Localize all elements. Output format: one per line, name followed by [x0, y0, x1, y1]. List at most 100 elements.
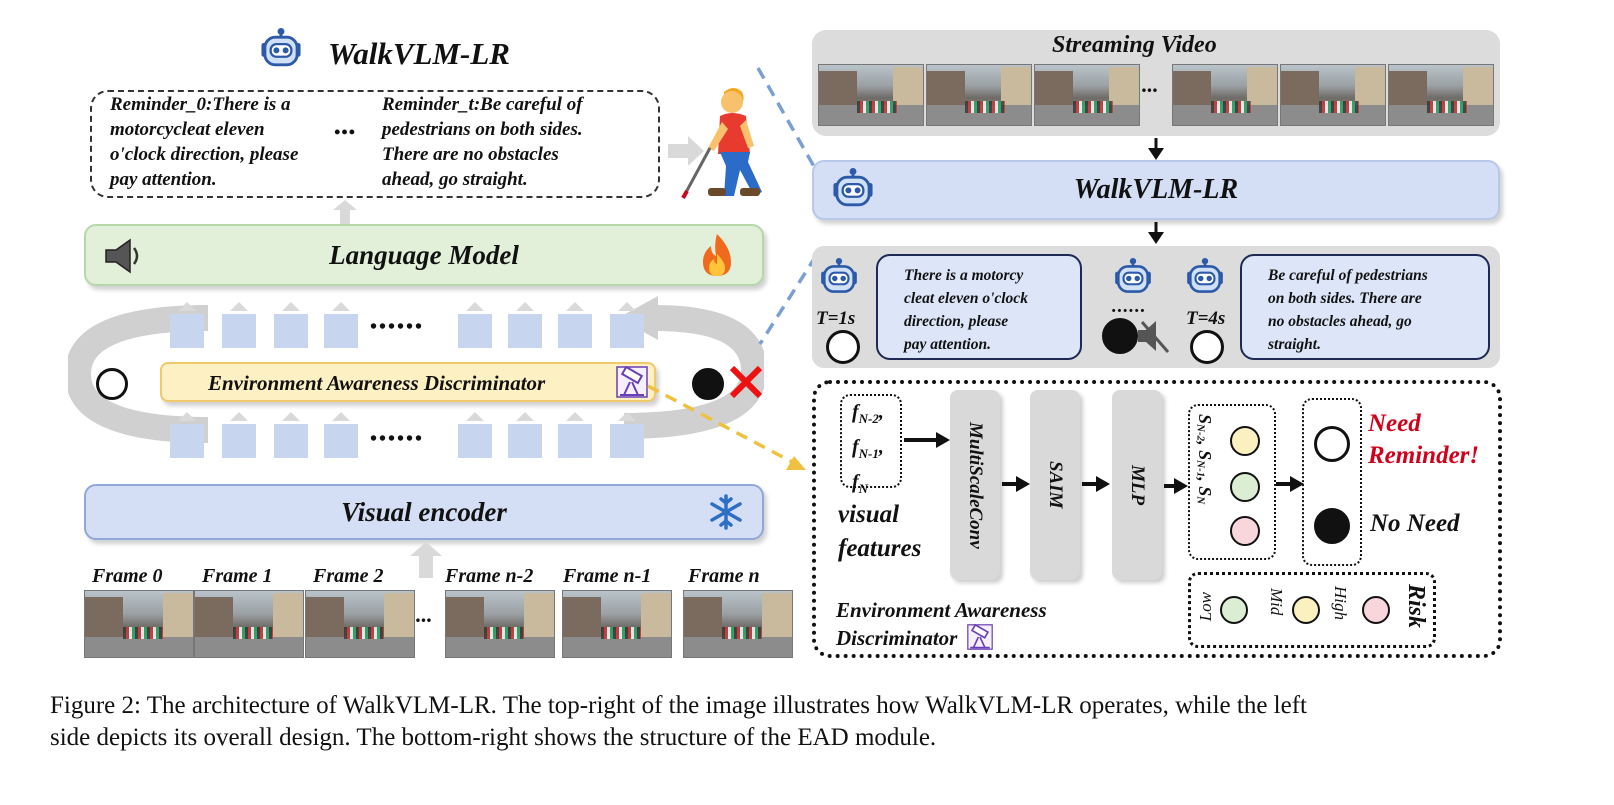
stream-thumb-6 [1388, 64, 1494, 126]
lower-token [458, 424, 492, 458]
upper-arrow [618, 302, 636, 311]
lower-token [222, 424, 256, 458]
lower-token [508, 424, 542, 458]
upper-arrow [466, 302, 484, 311]
scores-label: SN-2, SN-1, SN [1194, 414, 1215, 505]
risk-box [1188, 572, 1436, 648]
upper-arrow [282, 302, 300, 311]
stream-thumb-5 [1280, 64, 1386, 126]
risk-circle-high [1362, 596, 1390, 624]
frame-label-n-1: Frame n-1 [563, 565, 652, 587]
caption-line-1: Figure 2: The architecture of WalkVLM-LR… [50, 692, 1307, 719]
down-arrow-icon [1148, 138, 1164, 160]
token-ellipsis-upper: •••••• [370, 316, 425, 338]
score-circle-low [1230, 426, 1260, 456]
mlp-block: MLP [1112, 390, 1162, 580]
frame-label-n-2: Frame n-2 [445, 565, 534, 587]
stream-thumb-2 [926, 64, 1032, 126]
left-title: WalkVLM-LR [328, 36, 510, 71]
ead-bar: Environment Awareness Discriminator [160, 362, 656, 402]
arrow-to-scores [1164, 478, 1188, 494]
risk-circle-mid [1292, 596, 1320, 624]
risk-level-low: Low [1196, 592, 1215, 622]
up-arrow-icon [333, 200, 357, 224]
robot-icon-t1 [819, 258, 859, 293]
walkvlm-bar: WalkVLM-LR [812, 160, 1500, 220]
no-need-circle [1314, 508, 1350, 544]
red-cross-icon [729, 365, 763, 399]
ead-module-box [812, 380, 1502, 658]
features-box [840, 394, 902, 488]
upper-arrow [230, 302, 248, 311]
risk-level-high: High [1331, 586, 1350, 620]
upper-token [558, 314, 592, 348]
filled-circle-right [692, 368, 724, 400]
reminder-ellipsis: ••• [334, 122, 356, 142]
arrow-to-saim [1002, 476, 1030, 492]
frame-thumb-2 [305, 590, 415, 658]
upper-token [170, 314, 204, 348]
figure-caption: Figure 2: The architecture of WalkVLM-LR… [50, 690, 1590, 754]
arrow-to-mlp [1082, 476, 1110, 492]
frame-label-n: Frame n [688, 565, 760, 587]
arrow-to-multiscale [904, 432, 950, 448]
stream-thumb-3 [1034, 64, 1140, 126]
stream-thumb-4 [1172, 64, 1278, 126]
language-model-bar: Language Model [84, 224, 764, 286]
telescope-icon [616, 366, 648, 398]
lower-arrow [516, 412, 534, 421]
frame-label-1: Frame 1 [202, 565, 273, 587]
saim-block: SAIM [1030, 390, 1080, 580]
robot-icon-bar [832, 168, 874, 207]
telescope-icon-small [966, 623, 993, 650]
pedestrian-with-cane-icon [681, 88, 762, 199]
mid-ellipsis: ...... [1112, 296, 1147, 317]
upper-token [324, 314, 358, 348]
lower-token [274, 424, 308, 458]
score-circle-high [1230, 516, 1260, 546]
lower-token [170, 424, 204, 458]
down-arrow-icon-2 [1148, 222, 1164, 244]
upper-token [222, 314, 256, 348]
lower-arrow [230, 412, 248, 421]
time-label-t1: T=1s [816, 308, 856, 329]
frame-label-2: Frame 2 [313, 565, 384, 587]
lower-arrow [466, 412, 484, 421]
open-circle-left [96, 368, 128, 400]
frame-thumb-n-1 [562, 590, 672, 658]
streaming-video-title: Streaming Video [1052, 32, 1217, 58]
scores-box [1188, 404, 1276, 560]
arrow-right-icon [668, 136, 704, 166]
walkvlm-bar-label: WalkVLM-LR [1073, 174, 1239, 205]
frame-thumb-n-2 [445, 590, 555, 658]
stream-ellipsis: ... [1142, 72, 1159, 97]
frame-ellipsis: ... [416, 602, 433, 627]
lower-token [324, 424, 358, 458]
score-circle-mid [1230, 472, 1260, 502]
multiscaleconv-block: MultiScaleConv [950, 390, 1000, 580]
mute-icon [1138, 321, 1170, 353]
visual-encoder-bar: Visual encoder [84, 484, 764, 540]
risk-label: Risk [1403, 584, 1429, 629]
time-label-t4: T=4s [1186, 308, 1226, 329]
risk-level-mid: Mid [1267, 588, 1286, 616]
frame-thumb-0 [84, 590, 194, 658]
open-circle-t1 [826, 330, 860, 364]
reminder-box [90, 90, 660, 198]
upper-arrow [566, 302, 584, 311]
robot-icon-t4 [1185, 258, 1225, 293]
loop-arrow-left [68, 305, 209, 443]
decision-box [1302, 398, 1362, 566]
lower-arrow [332, 412, 350, 421]
lower-arrow [282, 412, 300, 421]
frame-label-0: Frame 0 [92, 565, 163, 587]
fire-icon [703, 234, 731, 276]
upper-token [610, 314, 644, 348]
stream-thumb-1 [818, 64, 924, 126]
frame-thumb-1 [194, 590, 304, 658]
robot-icon-mid [1113, 258, 1153, 293]
